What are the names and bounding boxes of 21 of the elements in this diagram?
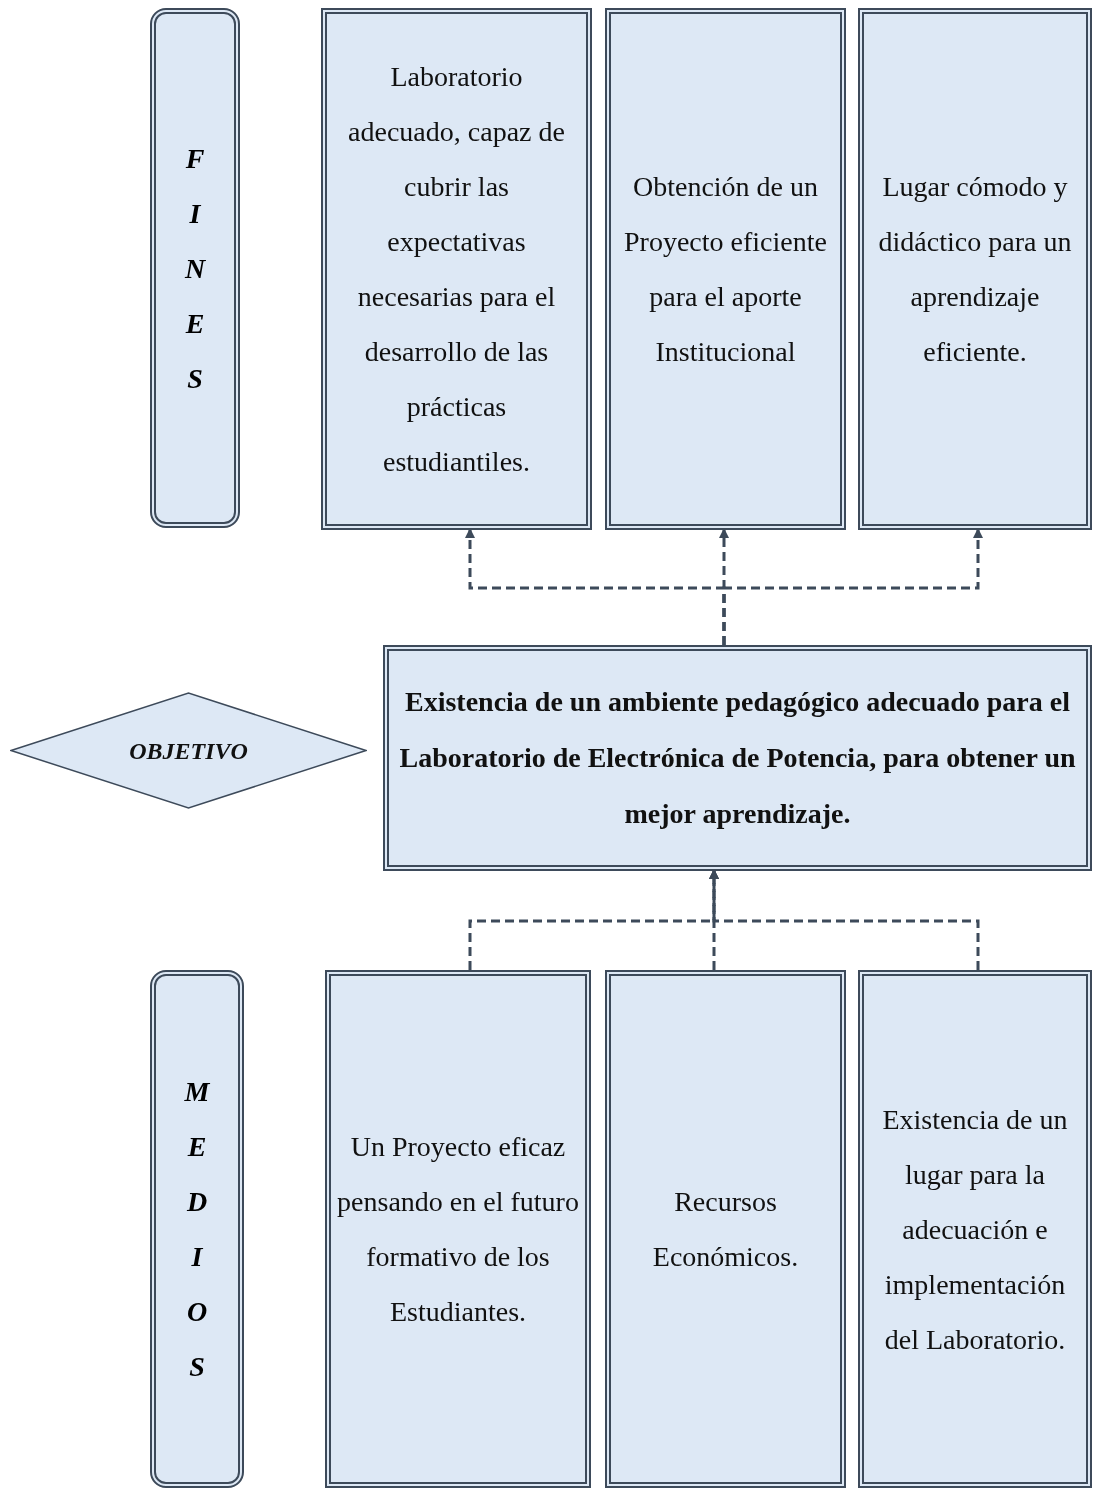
- text-box: [858, 970, 1092, 1488]
- text-box: [858, 8, 1092, 530]
- box-text: Laboratorio adecuado, capaz de cubrir las expectativas necesarias para el desarrollo de las prácticas estudiantiles.: [347, 60, 566, 479]
- text-box: [605, 8, 846, 530]
- text-box: [321, 8, 592, 530]
- objective-diamond: [10, 692, 367, 809]
- box-text: Recursos Económicos.: [651, 1185, 800, 1274]
- box-text: Obtención de un Proyecto eficiente para el aporte Institucional: [623, 170, 828, 369]
- text-box: [325, 970, 591, 1488]
- side-label-box: [150, 8, 240, 528]
- side-label-box: [150, 970, 244, 1488]
- objective-text: Existencia de un ambiente pedagógico adecuado para el Laboratorio de Electrónica de Potencia, para obtener un mejor aprendizaje.: [398, 685, 1077, 831]
- text-box: [383, 645, 1092, 871]
- objective-label: OBJETIVO: [128, 736, 249, 766]
- box-text: Lugar cómodo y didáctico para un aprendizaje eficiente.: [877, 170, 1073, 369]
- text-box: [605, 970, 846, 1488]
- vertical-heading: FINES: [183, 141, 207, 396]
- box-text: Existencia de un lugar para la adecuación e implementación del Laboratorio.: [881, 1102, 1069, 1357]
- dashed-arrow: [722, 528, 983, 645]
- box-text: Un Proyecto eficaz pensando en el futuro formativo de los Estudiantes.: [336, 1130, 580, 1329]
- vertical-heading: MEDIOS: [183, 1075, 211, 1384]
